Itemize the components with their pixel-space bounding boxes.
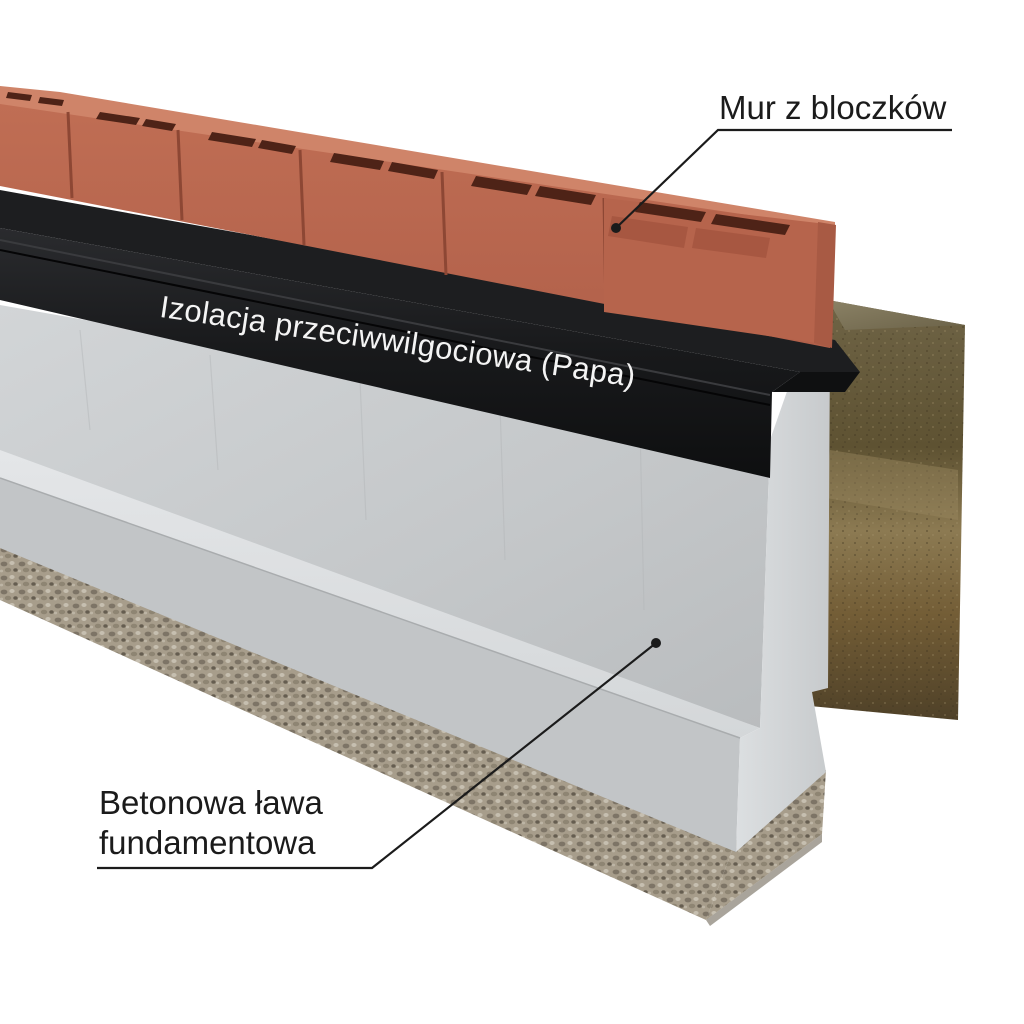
- label-footing: Betonowa ława fundamentowa: [99, 783, 323, 863]
- leader-line-footing: [97, 642, 657, 870]
- leader-line-block-wall: [615, 128, 952, 229]
- gravel-bed: [0, 545, 826, 926]
- block-wall: [0, 86, 836, 348]
- leader-dot-block-wall: [611, 223, 621, 233]
- bitumen-membrane: [0, 190, 860, 478]
- leader-lines: [97, 128, 952, 870]
- label-footing-line2: fundamentowa: [99, 824, 316, 861]
- label-block-wall: Mur z bloczków: [719, 89, 947, 126]
- leader-dot-footing: [651, 638, 661, 648]
- label-footing-line1: Betonowa ława: [99, 784, 323, 821]
- soil-block: [810, 300, 965, 720]
